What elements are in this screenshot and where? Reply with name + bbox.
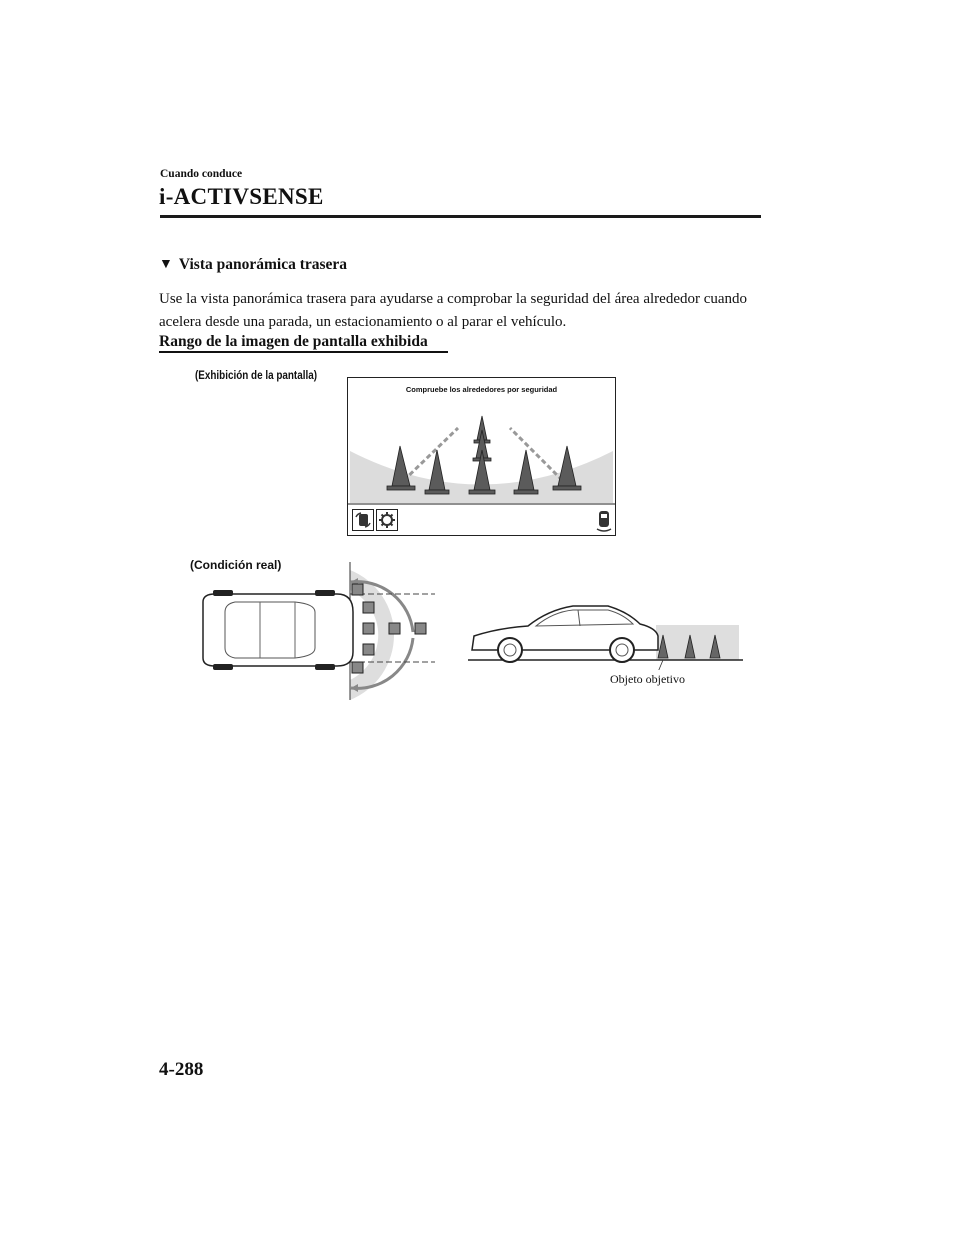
screen-safety-message: Compruebe los alrededores por seguridad xyxy=(405,385,558,394)
section-title: Vista panorámica trasera xyxy=(178,256,348,273)
section-heading: ▼ Vista panorámica trasera xyxy=(159,256,347,274)
traffic-cone-icon xyxy=(414,622,427,635)
target-object-label: Objeto objetivo xyxy=(610,672,685,686)
traffic-cone-icon xyxy=(362,601,375,614)
traffic-cone-icon xyxy=(468,449,496,495)
camera-display-screen: Compruebe los alrededores por seguridad xyxy=(347,377,616,536)
body-paragraph: Use la vista panorámica trasera para ayu… xyxy=(159,291,748,330)
subheading: Rango de la imagen de pantalla exhibida xyxy=(159,333,428,350)
settings-icon xyxy=(379,512,395,528)
traffic-cone-icon xyxy=(388,622,401,635)
running-header: Cuando conduce xyxy=(160,168,243,180)
traffic-cone-icon xyxy=(709,634,721,659)
traffic-cone-icon xyxy=(351,583,364,596)
subheading-underline xyxy=(159,351,448,353)
car-sensor-icon xyxy=(596,511,612,532)
side-view-diagram xyxy=(468,605,743,670)
car-side-view xyxy=(471,605,659,663)
car-top-view xyxy=(202,590,354,670)
traffic-cone-icon xyxy=(386,445,416,491)
top-view-diagram xyxy=(202,562,435,700)
header-rule xyxy=(160,215,761,218)
traffic-cone-icon xyxy=(657,634,669,659)
settings-button[interactable] xyxy=(376,509,398,531)
chapter-title: i-ACTIVSENSE xyxy=(159,184,324,209)
traffic-cone-icon xyxy=(351,661,364,674)
display-caption: (Exhibición de la pantalla) xyxy=(195,370,317,382)
rear-camera-scene xyxy=(348,415,615,505)
page-number: 4-288 xyxy=(159,1059,204,1080)
traffic-cone-icon xyxy=(684,634,696,659)
traffic-cone-icon xyxy=(552,445,582,491)
section-marker: ▼ xyxy=(159,257,173,272)
traffic-cone-icon xyxy=(362,622,375,635)
traffic-cone-icon xyxy=(513,449,539,495)
traffic-cone-icon xyxy=(362,643,375,656)
view-switch-icon xyxy=(355,512,371,528)
real-condition-caption: (Condición real) xyxy=(190,558,282,572)
traffic-cone-icon xyxy=(424,449,450,495)
view-switch-button[interactable] xyxy=(352,509,374,531)
